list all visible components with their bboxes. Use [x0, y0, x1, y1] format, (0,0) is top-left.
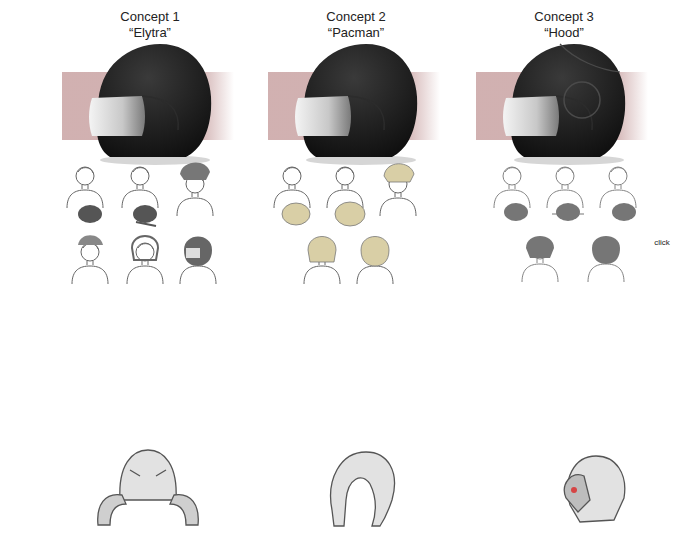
concept-number: Concept 3 [534, 10, 593, 25]
concept-name: “Hood” [544, 26, 584, 41]
concept-name: “Pacman” [328, 26, 384, 41]
sound-note: click [654, 238, 670, 247]
concept-name: “Elytra” [129, 26, 171, 41]
concept-number: Concept 1 [120, 10, 179, 25]
concept-number: Concept 2 [326, 10, 385, 25]
